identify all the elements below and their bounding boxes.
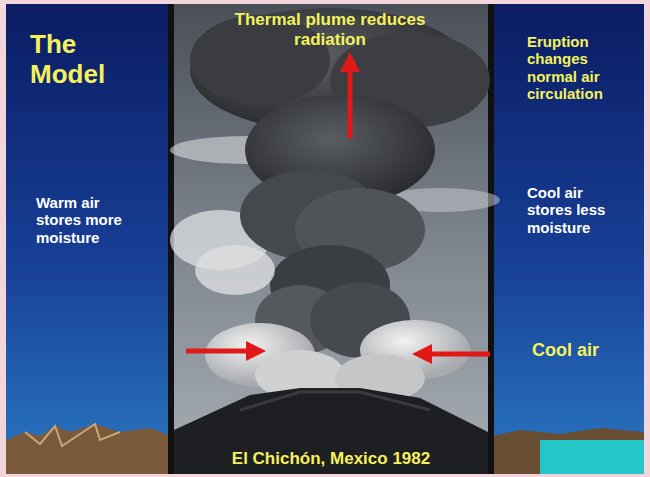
plume-label: Thermal plume reduces radiation (230, 10, 430, 49)
warm-air-note: Warm air stores more moisture (36, 194, 131, 246)
cool-air-label: Cool air (532, 340, 602, 361)
circulation-note: Eruption changes normal air circulation (527, 33, 639, 102)
slide-title: The Model (30, 30, 150, 90)
photo-caption: El Chichón, Mexico 1982 (174, 449, 488, 469)
red-arrows (186, 52, 490, 364)
cool-air-note: Cool air stores less moisture (527, 184, 627, 236)
